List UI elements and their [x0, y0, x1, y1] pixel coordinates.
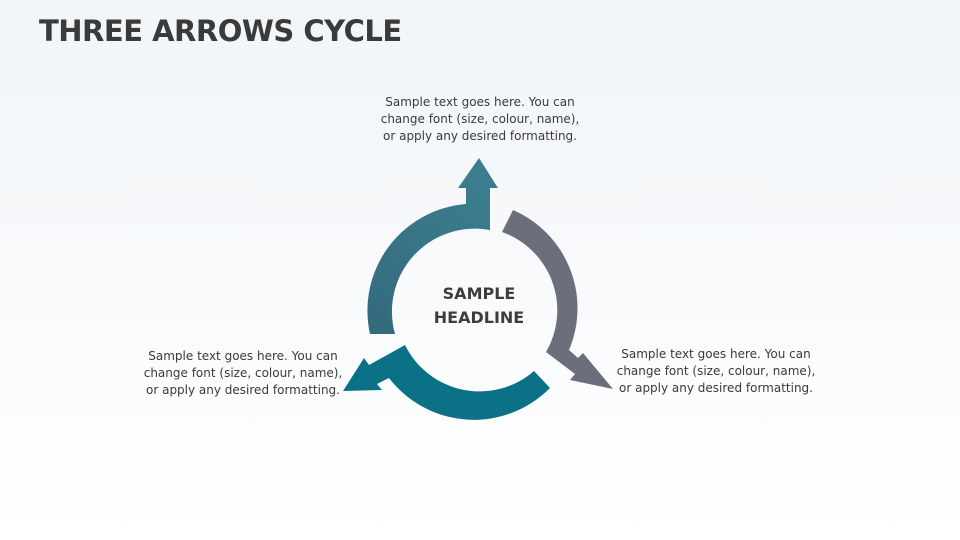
text-right-line-3: or apply any desired formatting.: [619, 381, 813, 395]
slide-title: THREE ARROWS CYCLE: [39, 14, 402, 48]
text-block-top: Sample text goes here. You can change fo…: [360, 94, 600, 145]
arrow-bottom: [343, 345, 550, 420]
arrow-right: [502, 210, 613, 389]
text-block-right: Sample text goes here. You can change fo…: [596, 346, 836, 397]
text-top-line-2: change font (size, colour, name),: [380, 112, 580, 126]
center-headline-line-1: SAMPLE: [442, 284, 516, 303]
center-headline: SAMPLE HEADLINE: [397, 282, 561, 330]
text-block-left: Sample text goes here. You can change fo…: [123, 348, 363, 399]
text-right-line-1: Sample text goes here. You can: [621, 347, 811, 361]
text-right-line-2: change font (size, colour, name),: [616, 364, 816, 378]
text-top-line-1: Sample text goes here. You can: [385, 95, 575, 109]
text-top-line-3: or apply any desired formatting.: [383, 129, 577, 143]
center-headline-line-2: HEADLINE: [433, 308, 525, 327]
text-left-line-2: change font (size, colour, name),: [143, 366, 343, 380]
text-left-line-3: or apply any desired formatting.: [146, 383, 340, 397]
text-left-line-1: Sample text goes here. You can: [148, 349, 338, 363]
arrow-top: [367, 158, 498, 334]
